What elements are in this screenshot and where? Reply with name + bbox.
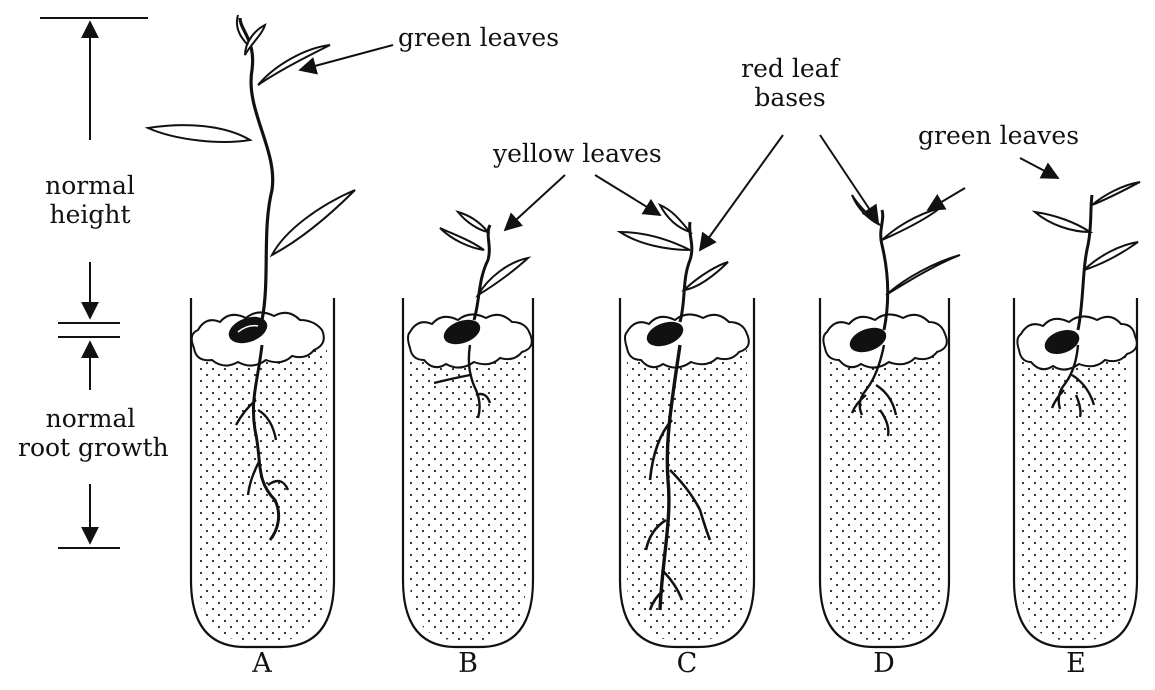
green-leaves-label-a: green leaves [398,24,559,53]
tube-label-a: A [232,648,292,679]
normal-height-line2: height [30,201,150,230]
tube-label-e: E [1046,648,1106,679]
tube-label-d: D [854,648,914,679]
test-tube-e [1014,182,1140,647]
normal-root-line1: normal [18,405,163,434]
test-tube-c [620,205,754,647]
yellow-leaves-label: yellow leaves [493,140,662,169]
tube-label-c: C [657,648,717,679]
red-leaf-bases-label: red leaf bases [720,55,860,113]
green-leaves-label-e: green leaves [918,122,1079,151]
normal-height-label: normal height [30,172,150,230]
red-leaf-line2: bases [720,84,860,113]
normal-root-line2: root growth [18,434,163,463]
red-leaf-line1: red leaf [720,55,860,84]
normal-height-line1: normal [30,172,150,201]
normal-root-label: normal root growth [18,405,163,463]
test-tube-b [403,212,533,647]
test-tube-d [820,195,960,647]
test-tube-a [148,15,355,647]
tube-label-b: B [438,648,498,679]
